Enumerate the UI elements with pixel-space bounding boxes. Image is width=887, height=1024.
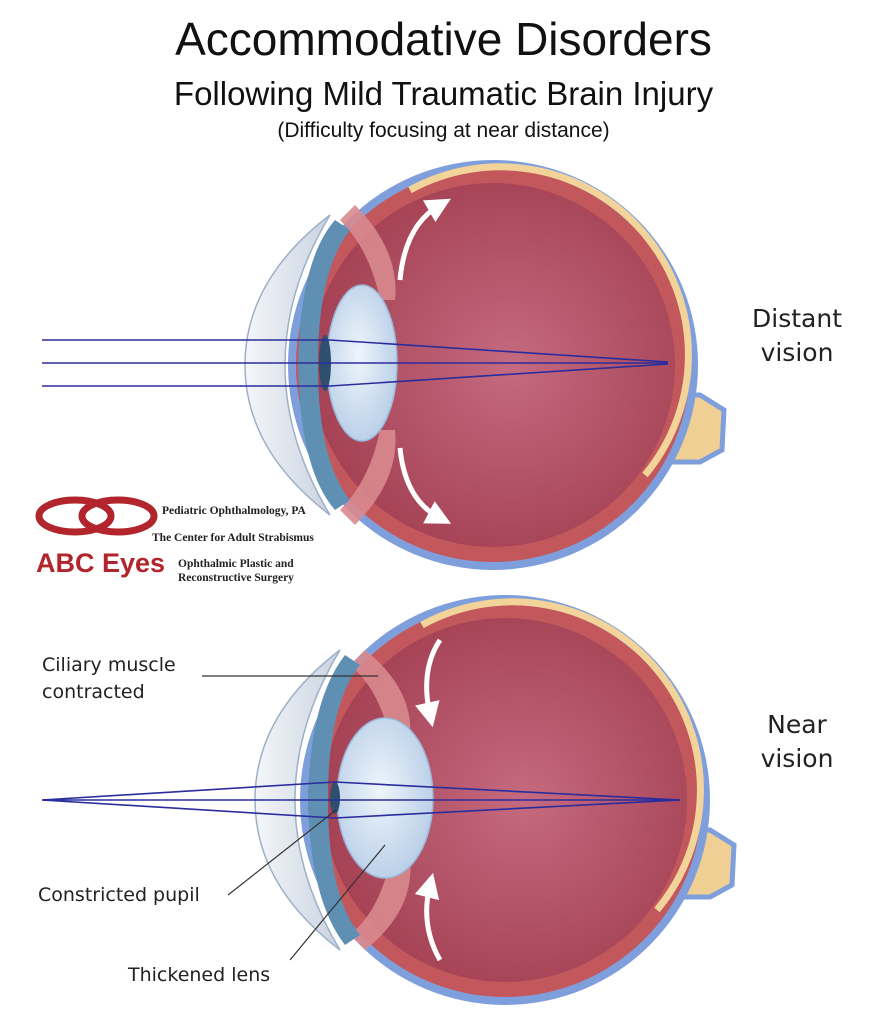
contracted-arrow-up xyxy=(414,872,443,962)
ciliary-body xyxy=(340,205,396,300)
logo-line-1: Pediatric Ophthalmology, PA xyxy=(162,505,306,517)
logo-line-4: Reconstructive Surgery xyxy=(178,572,294,584)
lens-callout-line xyxy=(289,844,386,961)
abc-eyes-brand: ABC Eyes xyxy=(36,548,166,578)
thickened-lens-callout: Thickened lens xyxy=(128,964,271,986)
iris xyxy=(308,655,360,945)
contracted-arrow-down xyxy=(415,638,443,728)
retina xyxy=(408,163,692,478)
relaxed-arrow-up xyxy=(397,198,451,281)
ciliary-body xyxy=(350,650,411,740)
diagram-note: (Difficulty focusing at near distance) xyxy=(277,119,610,142)
diagram-subtitle: Following Mild Traumatic Brain Injury xyxy=(173,75,714,112)
distant-vision-eye xyxy=(42,160,727,570)
iris xyxy=(298,220,350,510)
light-rays-near xyxy=(41,781,681,819)
abc-eyes-logo-mark xyxy=(35,496,158,536)
light-rays-distant xyxy=(42,339,669,387)
near-vision-eye xyxy=(41,595,737,1005)
cornea xyxy=(244,214,331,516)
diagram-title: Accommodative Disorders xyxy=(175,13,712,65)
logo-line-2: The Center for Adult Strabismus xyxy=(152,532,314,544)
logo-line-3: Ophthalmic Plastic and xyxy=(178,558,294,570)
lens xyxy=(336,717,434,879)
constricted-pupil-callout: Constricted pupil xyxy=(38,884,200,906)
pupil-callout-line xyxy=(227,809,337,896)
cornea xyxy=(254,649,341,951)
relaxed-arrow-down xyxy=(397,447,452,524)
retina xyxy=(420,598,704,913)
pupil xyxy=(330,782,340,814)
